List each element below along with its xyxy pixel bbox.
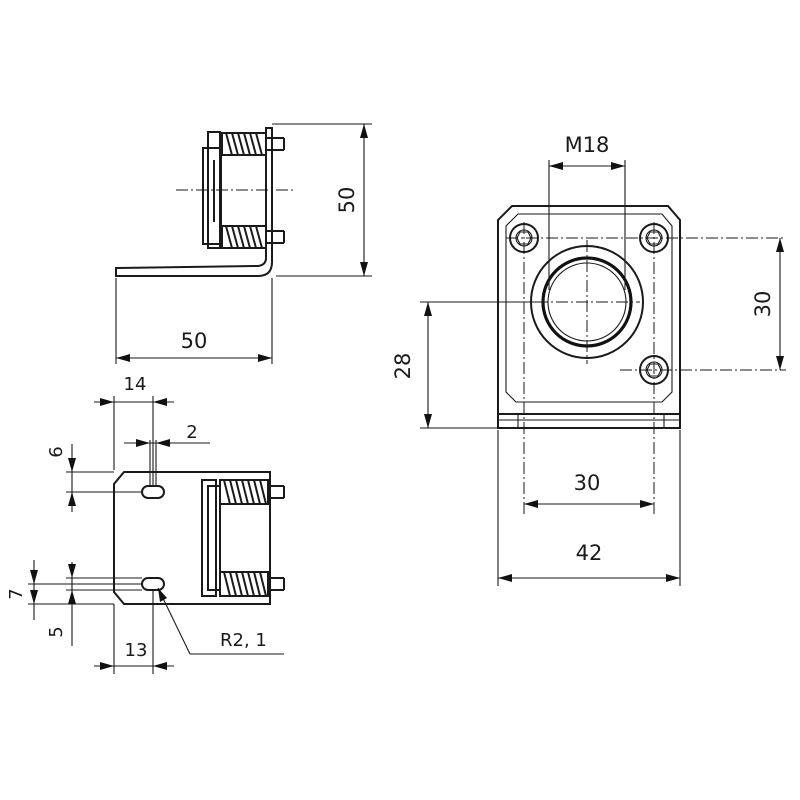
slot-offset-x-dimension: 14 [94, 374, 174, 486]
side-length-dimension: 50 [115, 278, 273, 364]
side-front-flange [202, 147, 222, 245]
overall-width-dimension: 42 [497, 430, 681, 586]
slot-height-label: 5 [46, 626, 67, 637]
slot-offset-y-bottom-label: 7 [6, 588, 27, 599]
slot-offset-x-label: 14 [124, 374, 147, 395]
slot-offset-y-top-label: 6 [46, 446, 67, 457]
center-height-label: 28 [391, 353, 415, 380]
overall-width-label: 42 [576, 541, 603, 565]
bottom-spring-bottom [219, 571, 285, 597]
center-height-dimension: 28 [391, 301, 540, 429]
slot-radius-label: R2, 1 [220, 630, 267, 651]
slot-offset-y-bottom-dimension: 7 [6, 560, 142, 620]
bottom-plate [113, 471, 271, 605]
slot-top [141, 485, 165, 499]
side-height-label: 50 [335, 187, 359, 214]
bottom-spring-top [219, 479, 285, 505]
bottom-view: 14 2 6 7 [6, 374, 285, 674]
side-spring-top [221, 132, 285, 156]
thread-label: M18 [565, 133, 610, 157]
slot-height-dimension: 5 [46, 562, 142, 646]
slot-radius-callout: R2, 1 [157, 587, 284, 655]
hole-spacing-vertical-dimension: 30 [751, 238, 784, 370]
slot-bottom [141, 577, 165, 591]
slot-offset-y-top-dimension: 6 [46, 444, 142, 512]
slot-width-label: 2 [186, 422, 197, 443]
slot-offset-x-bottom-label: 13 [125, 640, 148, 661]
front-view: M18 30 28 30 [391, 133, 786, 586]
front-outer-body [497, 205, 681, 429]
side-length-label: 50 [181, 329, 208, 353]
side-height-dimension: 50 [272, 123, 372, 277]
hole-spacing-horizontal-label: 30 [574, 471, 601, 495]
side-spring-bottom [221, 225, 285, 249]
side-base-plate [115, 127, 273, 277]
side-view: 50 50 [115, 123, 372, 364]
thread-dimension: M18 [548, 133, 626, 290]
hole-spacing-horizontal-dimension: 30 [524, 471, 654, 508]
slot-offset-x-bottom-dimension: 13 [94, 590, 174, 674]
slot-width-dimension: 2 [124, 422, 210, 486]
hole-spacing-vertical-label: 30 [751, 291, 775, 318]
